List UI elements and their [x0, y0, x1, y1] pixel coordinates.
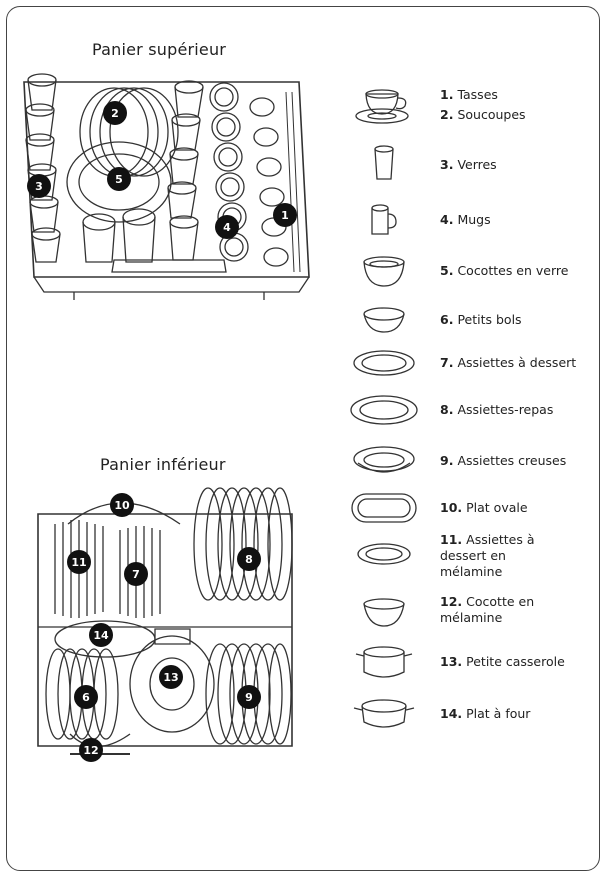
legend-item-14: 14. Plat à four: [350, 694, 600, 734]
marker-6: 6: [74, 685, 98, 709]
marker-7: 7: [124, 562, 148, 586]
legend-item-8: 8. Assiettes-repas: [350, 390, 600, 430]
legend-item-11: 11. Assiettes à dessert en mélamine: [350, 530, 600, 584]
marker-3: 3: [27, 174, 51, 198]
marker-11: 11: [67, 550, 91, 574]
small-pot-icon: [355, 646, 413, 678]
upper-basket-illustration: [23, 73, 310, 300]
lower-basket-illustration: [37, 487, 293, 755]
marker-14: 14: [89, 623, 113, 647]
marker-13: 13: [159, 665, 183, 689]
legend-label-2: Soucoupes: [457, 107, 526, 122]
legend-label-4: Mugs: [457, 212, 491, 227]
marker-1: 1: [273, 203, 297, 227]
legend-label-9: Assiettes creuses: [457, 453, 567, 468]
cup-icon: [355, 89, 409, 124]
dinner-plate-icon: [350, 395, 418, 425]
upper-basket-title: Panier supérieur: [92, 40, 227, 59]
legend-item-5: 5. Cocottes en verre: [350, 250, 600, 290]
legend-item-6: 6. Petits bols: [350, 300, 600, 340]
legend-item-7: 7. Assiettes à dessert: [350, 343, 600, 383]
legend-label-10: Plat ovale: [466, 500, 528, 515]
legend-num-10: 10.: [440, 500, 463, 515]
legend-label-1: Tasses: [457, 87, 498, 102]
legend-num-11: 11.: [440, 532, 463, 547]
legend-item-4: 4. Mugs: [350, 200, 600, 240]
lower-basket-title: Panier inférieur: [100, 455, 226, 474]
oval-dish-icon: [351, 493, 417, 523]
marker-4: 4: [215, 215, 239, 239]
legend-item-13: 13. Petite casserole: [350, 642, 600, 682]
legend-num-9: 9.: [440, 453, 454, 468]
glass-icon: [374, 145, 394, 180]
legend-num-2: 2.: [440, 107, 454, 122]
legend-label-11: Assiettes à dessert en mélamine: [440, 532, 535, 579]
mug-icon: [371, 204, 397, 235]
legend-item-9: 9. Assiettes creuses: [350, 441, 600, 481]
legend-item-10: 10. Plat ovale: [350, 488, 600, 528]
marker-12: 12: [79, 738, 103, 762]
legend-num-7: 7.: [440, 355, 454, 370]
legend-num-3: 3.: [440, 157, 454, 172]
marker-9: 9: [237, 685, 261, 709]
melamine-plate-icon: [357, 543, 411, 565]
legend-label-12: Cocotte en mélamine: [440, 594, 535, 625]
marker-5: 5: [107, 167, 131, 191]
marker-2: 2: [103, 101, 127, 125]
dessert-plate-icon: [353, 350, 415, 376]
legend-num-5: 5.: [440, 263, 454, 278]
legend-label-3: Verres: [457, 157, 497, 172]
legend-label-7: Assiettes à dessert: [457, 355, 577, 370]
legend-item-12: 12. Cocotte en mélamine: [350, 592, 600, 636]
legend-num-8: 8.: [440, 402, 454, 417]
legend-num-12: 12.: [440, 594, 463, 609]
melamine-bowl-icon: [363, 598, 405, 627]
marker-8: 8: [237, 547, 261, 571]
legend-num-14: 14.: [440, 706, 463, 721]
legend-num-13: 13.: [440, 654, 463, 669]
legend-item-3: 3. Verres: [350, 143, 600, 183]
legend-label-8: Assiettes-repas: [457, 402, 554, 417]
legend-num-1: 1.: [440, 87, 454, 102]
legend-label-5: Cocottes en verre: [457, 263, 569, 278]
glass-bowl-icon: [363, 256, 405, 287]
legend-label-13: Petite casserole: [466, 654, 565, 669]
legend-num-6: 6.: [440, 312, 454, 327]
legend-label-6: Petits bols: [457, 312, 522, 327]
marker-10: 10: [110, 493, 134, 517]
small-bowl-icon: [363, 307, 405, 333]
legend-label-14: Plat à four: [466, 706, 531, 721]
legend-num-4: 4.: [440, 212, 454, 227]
figure-frame: [6, 6, 600, 871]
oven-dish-icon: [353, 699, 415, 728]
soup-plate-icon: [353, 446, 415, 473]
legend-item-1-2: 1. Tasses 2. Soucoupes: [350, 82, 600, 128]
